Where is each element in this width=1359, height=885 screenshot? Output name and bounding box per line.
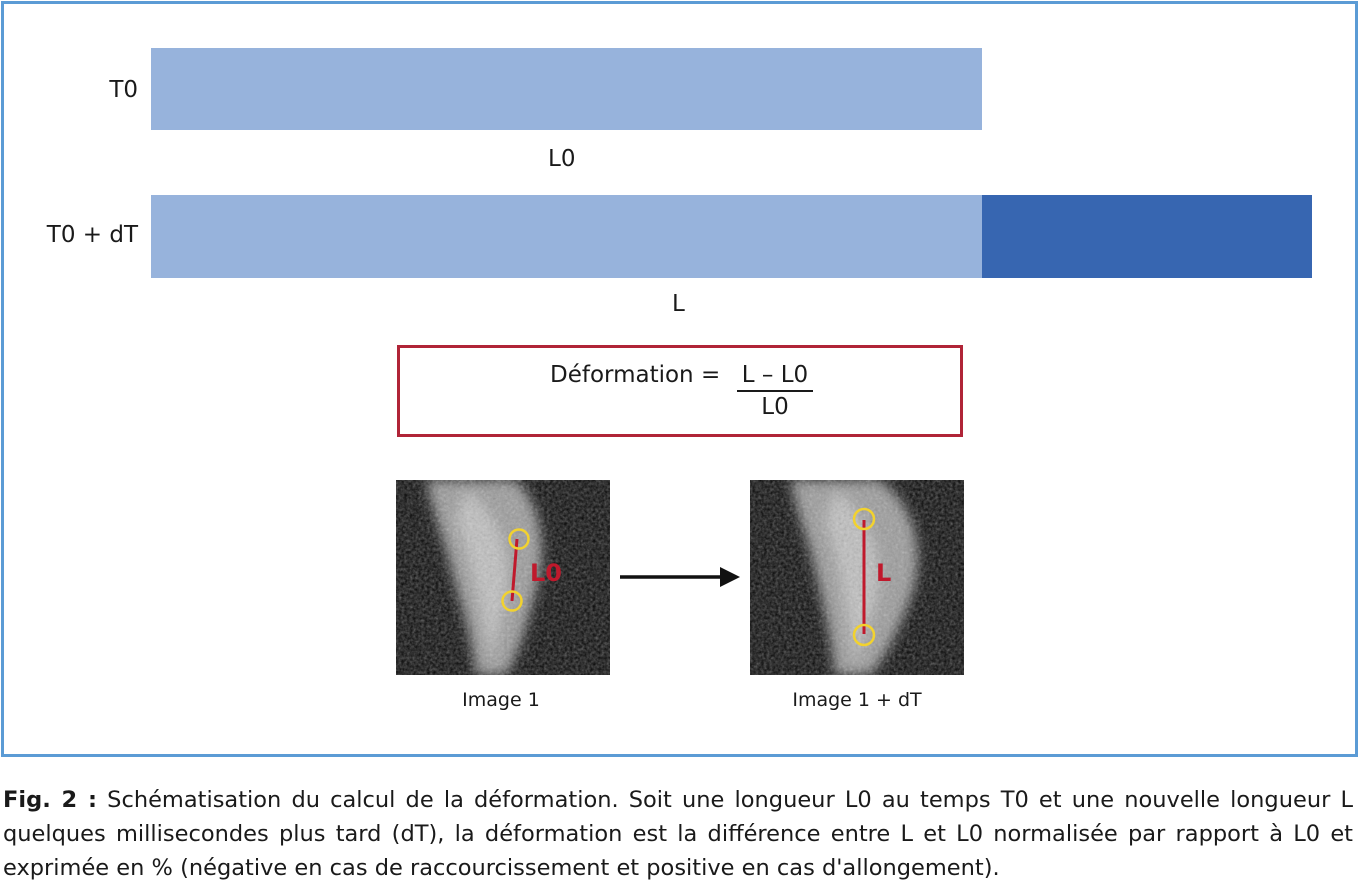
formula-box: Déformation = L – L0 L0 bbox=[397, 345, 963, 437]
marker-circle-bottom bbox=[852, 623, 876, 647]
row-label-t0-dt: T0 + dT bbox=[46, 222, 138, 248]
row-label-t0: T0 bbox=[109, 77, 138, 103]
ultrasound-image-2: L bbox=[750, 480, 964, 675]
length-label-l0: L0 bbox=[548, 146, 576, 172]
bar-t0 bbox=[151, 48, 982, 130]
marker-label-l0: L0 bbox=[530, 559, 562, 587]
formula-denominator: L0 bbox=[761, 394, 789, 420]
formula-numerator: L – L0 bbox=[737, 362, 813, 392]
marker-label-l: L bbox=[876, 559, 891, 587]
bar-t0-dt-base bbox=[151, 195, 982, 278]
figure-caption: Fig. 2 : Schématisation du calcul de la … bbox=[3, 783, 1353, 885]
image-caption-1: Image 1 bbox=[462, 689, 540, 711]
formula-fraction: L – L0 L0 bbox=[737, 362, 813, 420]
bar-t0-dt-extension bbox=[982, 195, 1312, 278]
caption-label: Fig. 2 : bbox=[3, 787, 98, 813]
marker-circle-bottom bbox=[501, 590, 523, 612]
caption-text: Schématisation du calcul de la déformati… bbox=[3, 787, 1353, 881]
image-caption-2: Image 1 + dT bbox=[792, 689, 922, 711]
ultrasound-image-1: L0 bbox=[396, 480, 610, 675]
arrow-right-icon bbox=[620, 567, 740, 587]
marker-circle-top bbox=[852, 507, 876, 531]
formula-lhs: Déformation = bbox=[550, 362, 721, 388]
length-label-l: L bbox=[672, 291, 685, 317]
figure-frame bbox=[1, 1, 1358, 757]
marker-circle-top bbox=[508, 528, 530, 550]
